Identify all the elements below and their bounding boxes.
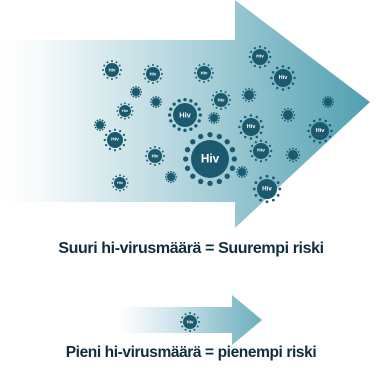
virus-icon [235,165,249,179]
virus-icon [241,87,257,103]
virus-icon: Hiv [111,174,129,192]
virus-icon: Hiv [103,128,127,152]
virus-icon: Hiv [183,132,237,186]
virus-label: Hiv [111,137,119,143]
virus-label: Hiv [316,128,326,134]
virus-label: Hiv [117,181,124,185]
virus-icon: Hiv [307,118,333,144]
virus-icon [164,170,178,184]
virus-icon: Hiv [270,65,296,91]
virus-icon: Hiv [143,64,163,84]
virus-label: Hiv [256,54,264,60]
virus-icon: Hiv [238,114,264,140]
virus-label: Hiv [109,68,116,73]
virus-icon: Hiv [248,45,272,69]
virus-icon: Hiv [194,63,214,83]
virus-label: Hiv [262,186,272,193]
low-load-caption: Pieni hi-virusmäärä = pienempi riski [65,344,317,361]
virus-label: Hiv [257,148,265,154]
virus-icon: Hiv [167,97,203,133]
virus-icon: Hiv [252,174,282,204]
virus-icon [129,85,143,99]
virus-label: Hiv [218,98,225,103]
virus-label: Hiv [150,72,157,77]
virus-label: Hiv [279,75,289,81]
high-load-caption: Suuri hi-virusmäärä = Suurempi riski [58,240,324,257]
virus-icon: Hiv [180,312,200,332]
virus-icon: Hiv [211,90,231,110]
virus-icon: Hiv [116,102,134,120]
virus-label: Hiv [247,124,257,130]
virus-icon [93,118,107,132]
virus-icon: Hiv [145,146,165,166]
virus-label: Hiv [201,71,208,76]
virus-icon: Hiv [102,60,122,80]
virus-label: Hiv [187,320,194,325]
virus-icon [149,95,163,109]
virus-icon [207,111,221,125]
virus-icon [280,107,296,123]
virus-label: Hiv [122,109,129,113]
virus-label: Hiv [152,154,159,159]
virus-label: Hiv [201,153,220,166]
virus-icon: Hiv [249,139,273,163]
virus-label: Hiv [179,111,191,120]
virus-icon [321,95,335,109]
virus-icon [285,147,301,163]
